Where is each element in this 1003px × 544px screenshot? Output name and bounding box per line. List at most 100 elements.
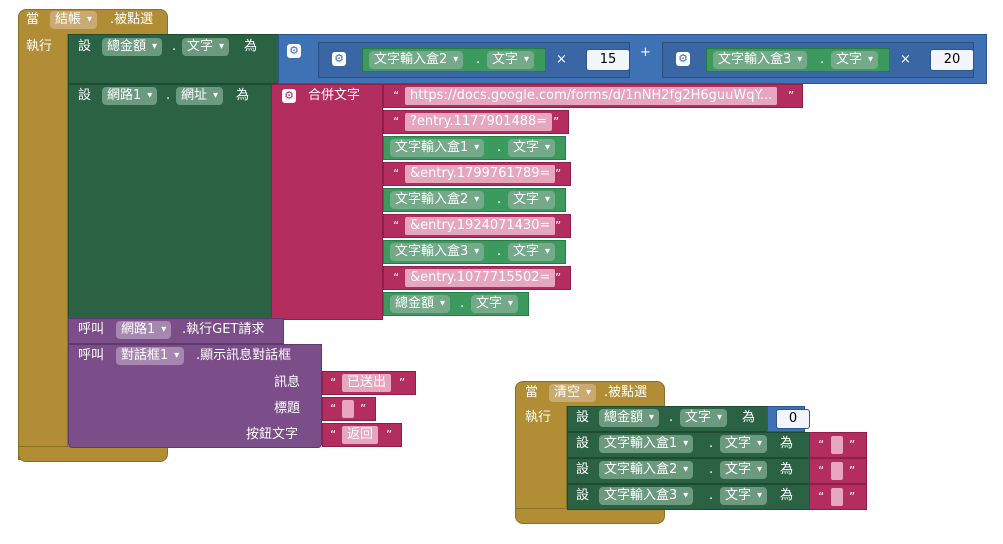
number-field-zero[interactable]: 0 [776,409,810,429]
number-field-20[interactable]: 20 [930,49,974,71]
setter-property-dropdown[interactable]: 文字 [720,435,768,453]
open-quote-glyph: “ [393,271,400,285]
setter-component-dropdown[interactable]: 文字輸入盒3 [599,487,694,505]
getter-property-dropdown[interactable]: 文字 [508,139,556,157]
setter-component-dropdown[interactable]: 文字輸入盒2 [599,461,694,479]
open-quote-glyph: “ [818,464,825,478]
set-to-label: 為 [236,88,250,103]
close-quote-glyph: ” [553,115,560,129]
mutator-gear-icon[interactable]: ⚙ [332,52,346,66]
set-to-label: 為 [780,462,794,477]
close-quote-glyph: ” [399,376,406,390]
set-url-property-dropdown[interactable]: 網址 [176,87,224,105]
empty-text-value[interactable] [831,436,843,454]
mutator-gear-icon[interactable]: ⚙ [282,89,296,103]
setter-property-dropdown[interactable]: 文字 [720,461,768,479]
dot-label: . [709,488,714,503]
event-block-checkout-body-rail[interactable] [18,34,68,460]
call-get-component-dropdown[interactable]: 網路1 [116,321,172,339]
dot-label: . [497,192,502,207]
open-quote-glyph: “ [818,490,825,504]
close-quote-glyph: ” [849,438,856,452]
dot-label: . [166,88,171,103]
dialog-button-value[interactable]: 返回 [342,426,379,444]
event-block-clear-footer[interactable] [515,508,665,524]
multiply-operator: × [556,52,567,67]
event-component-dropdown[interactable]: 結帳 [50,11,98,29]
number-field-15[interactable]: 15 [586,49,630,71]
call-dialog-component-dropdown[interactable]: 對話框1 [116,347,185,365]
getter-property-dropdown[interactable]: 文字 [471,295,519,313]
event-block-clear-body-rail[interactable] [515,406,567,512]
close-quote-glyph: ” [360,402,367,416]
call-show-message-dialog-block[interactable] [68,344,322,448]
getter-component-dropdown[interactable]: 文字輸入盒2 [390,191,485,209]
text-join-block[interactable] [271,84,383,320]
text-literal-value[interactable]: &entry.1077715502= [405,269,556,287]
getter-component-dropdown[interactable]: 文字輸入盒1 [390,139,485,157]
getter-property-dropdown[interactable]: 文字 [508,191,556,209]
dot-label: . [172,39,177,54]
dialog-message-value[interactable]: 已送出 [342,374,392,392]
getter-property-dropdown[interactable]: 文字 [487,51,535,69]
setter-property-dropdown[interactable]: 文字 [720,487,768,505]
setter-component-dropdown[interactable]: 文字輸入盒1 [599,435,694,453]
text-literal-value[interactable]: ?entry.1177901488= [405,113,553,131]
text-literal-value[interactable]: &entry.1924071430= [405,217,556,235]
event-do-label: 執行 [26,39,53,54]
text-literal-value[interactable]: https://docs.google.com/forms/d/1nNH2fg2… [405,87,778,105]
dot-label: . [497,244,502,259]
getter-component-dropdown[interactable]: 文字輸入盒3 [713,51,808,69]
dialog-button-param-label: 按鈕文字 [246,427,299,442]
close-quote-glyph: ” [849,490,856,504]
dot-label: . [476,52,481,67]
set-keyword: 設 [576,488,590,503]
close-quote-glyph: ” [788,89,795,103]
call-keyword: 呼叫 [78,322,105,337]
empty-text-value[interactable] [831,488,843,506]
join-label: 合併文字 [308,88,361,103]
multiply-operator: × [900,52,911,67]
mutator-gear-icon[interactable]: ⚙ [676,52,690,66]
event-name-label: .被點選 [110,12,154,27]
call-dialog-method-label: .顯示訊息對話框 [196,348,292,363]
setter-component-dropdown[interactable]: 總金額 [599,409,660,427]
open-quote-glyph: “ [393,219,400,233]
open-quote-glyph: “ [330,402,337,416]
call-get-method-label: .執行GET請求 [182,322,265,337]
set-url-component-dropdown[interactable]: 網路1 [102,87,158,105]
dot-label: . [497,140,502,155]
dialog-title-value[interactable] [342,400,354,418]
open-quote-glyph: “ [330,376,337,390]
open-quote-glyph: “ [393,115,400,129]
open-quote-glyph: “ [393,89,400,103]
getter-property-dropdown[interactable]: 文字 [508,243,556,261]
mutator-gear-icon[interactable]: ⚙ [287,44,301,58]
close-quote-glyph: ” [555,167,562,181]
getter-component-dropdown[interactable]: 文字輸入盒3 [390,243,485,261]
set-keyword: 設 [78,88,92,103]
event-do-label: 執行 [525,410,552,425]
event-when-label: 當 [525,385,539,400]
set-to-label: 為 [742,410,756,425]
set-total-component-dropdown[interactable]: 總金額 [102,38,163,56]
event-block-checkout-footer[interactable] [18,446,168,462]
getter-component-dropdown[interactable]: 文字輸入盒2 [369,51,464,69]
getter-component-dropdown[interactable]: 總金額 [390,295,451,313]
event-when-label: 當 [26,12,40,27]
plus-operator: + [640,45,651,60]
text-literal-value[interactable]: &entry.1799761789= [405,165,556,183]
dot-label: . [820,52,825,67]
setter-property-dropdown[interactable]: 文字 [680,409,728,427]
dot-label: . [460,296,465,311]
set-keyword: 設 [78,39,92,54]
set-total-property-dropdown[interactable]: 文字 [182,38,230,56]
call-get-request-block[interactable] [68,318,284,344]
set-to-label: 為 [244,39,258,54]
empty-text-value[interactable] [831,462,843,480]
set-total-clear-block[interactable] [567,406,769,432]
event-component-dropdown[interactable]: 清空 [549,384,597,402]
dot-label: . [709,462,714,477]
set-url-block[interactable] [68,84,274,320]
getter-property-dropdown[interactable]: 文字 [831,51,879,69]
